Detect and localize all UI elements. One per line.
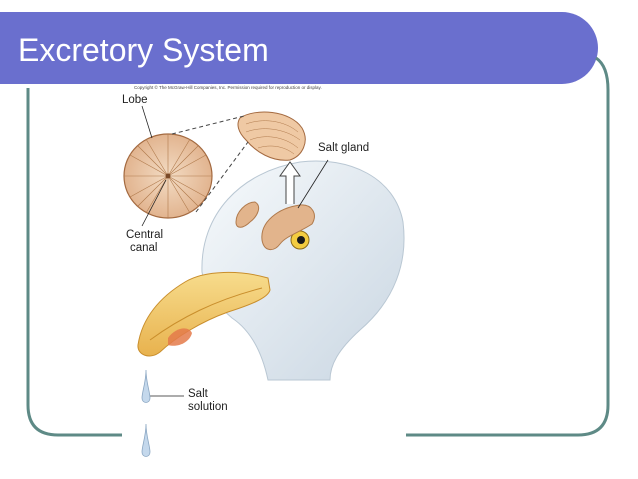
leader-lobe [141, 105, 153, 139]
label-central-canal-line1: Central [126, 229, 164, 241]
connector-dash-top [171, 115, 245, 135]
gland-arrow [279, 161, 301, 204]
lobe-detail [237, 111, 306, 161]
slide-frame [406, 56, 610, 437]
salt-drop-2 [141, 423, 151, 457]
leader-central-canal [141, 179, 167, 227]
slide-title: Excretory System [18, 32, 269, 68]
slide-frame-left [26, 88, 122, 437]
beak-line [149, 287, 263, 341]
beak-red-spot [168, 328, 192, 346]
bird-pupil [297, 236, 305, 244]
copyright-notice: Copyright © The McGraw-Hill Companies, I… [134, 85, 322, 90]
lobe-radial-lines [124, 134, 212, 218]
central-canal-dot [165, 173, 171, 179]
salt-gland-small [235, 201, 260, 228]
connector-dash-bottom [195, 141, 249, 213]
lobe-detail-texture [245, 120, 301, 155]
leader-salt-gland [297, 159, 329, 209]
title-bar [0, 12, 598, 84]
label-salt-gland: Salt gland [318, 142, 370, 154]
salt-gland-shape [261, 204, 315, 250]
salt-drop-1 [141, 369, 151, 403]
label-salt-solution-line2: solution [188, 401, 228, 413]
label-central-canal-line2: canal [130, 242, 158, 254]
label-salt-solution-line1: Salt [188, 388, 208, 400]
label-lobe: Lobe [122, 94, 148, 106]
